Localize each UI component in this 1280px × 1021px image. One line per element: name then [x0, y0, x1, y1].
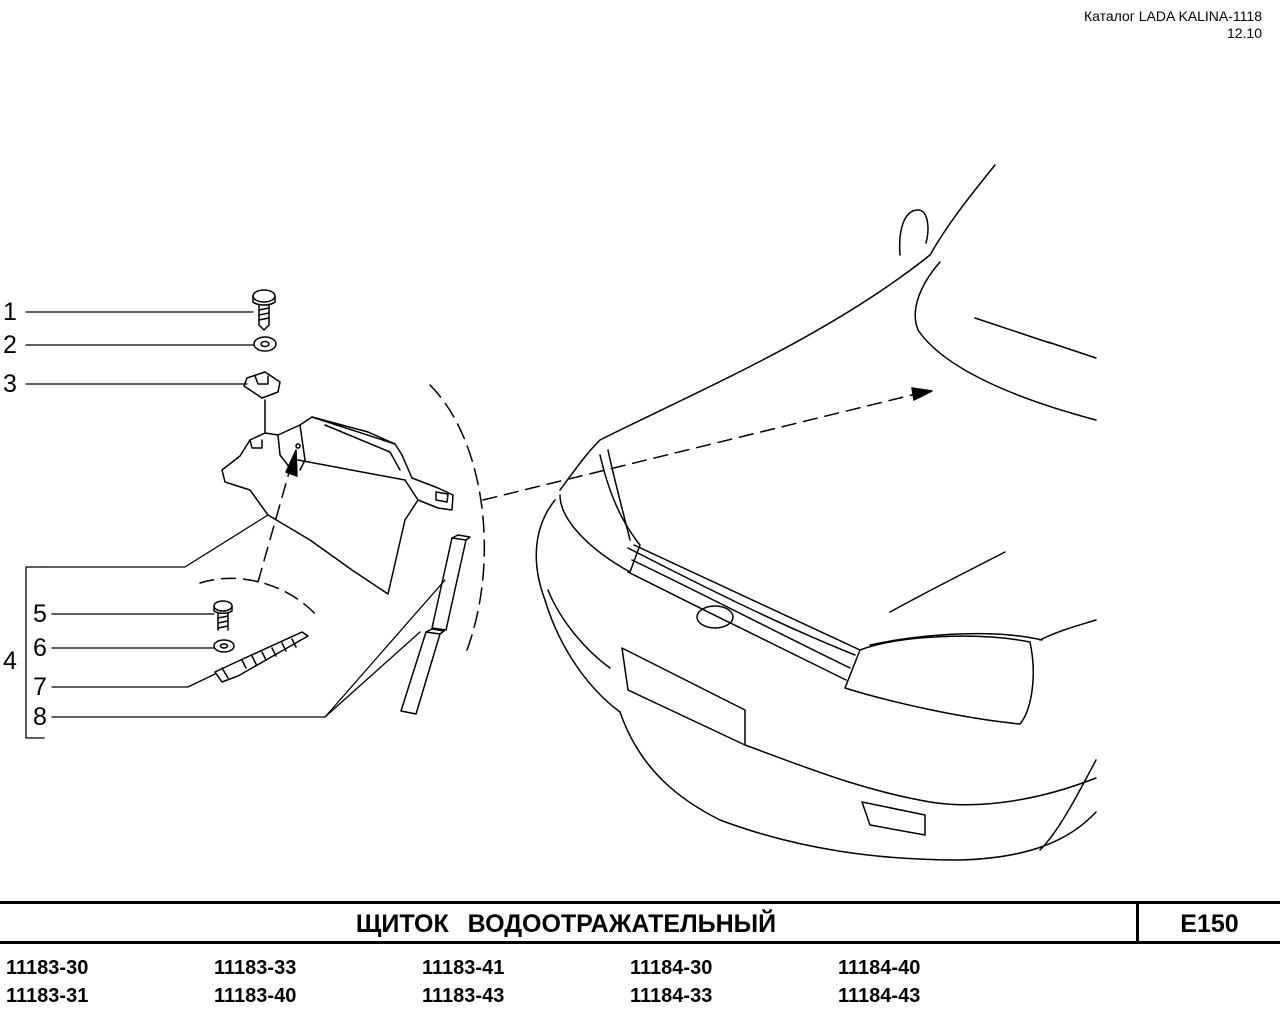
catalog-date: 12.10 — [1226, 25, 1262, 41]
lower-group-arrowhead — [285, 449, 298, 477]
catalog-name: Каталог LADA KALINA-1118 — [1083, 8, 1262, 24]
part-6-washer — [213, 639, 235, 653]
callout-leaders — [25, 311, 446, 739]
callout-4: 4 — [3, 647, 17, 675]
catalog-header: Каталог LADA KALINA-1118 12.10 — [1084, 8, 1262, 42]
part-2-washer — [253, 336, 277, 352]
model-code: 11183-33 — [214, 957, 297, 979]
model-code: 11184-33 — [630, 985, 713, 1007]
callout-5: 5 — [33, 600, 47, 628]
group-arc-right — [429, 384, 486, 651]
model-code: 11183-31 — [6, 985, 89, 1007]
location-arrow-line — [482, 392, 921, 501]
callout-8: 8 — [33, 703, 47, 731]
exploded-parts-diagram — [25, 164, 1097, 861]
callout-6: 6 — [33, 634, 47, 662]
callout-1: 1 — [3, 298, 17, 326]
callout-7: 7 — [33, 673, 47, 701]
group-arc-lower — [199, 577, 319, 618]
model-code: 11183-41 — [422, 957, 505, 979]
model-code: 11183-40 — [214, 985, 297, 1007]
model-list: 11183-30 11183-33 11183-41 11184-30 1118… — [6, 956, 1006, 1009]
model-code: 11183-30 — [6, 957, 89, 979]
part-1-screw — [252, 289, 276, 331]
model-code: 11183-43 — [422, 985, 505, 1007]
title-bar: ЩИТОК ВОДООТРАЖАТЕЛЬНЫЙ E150 — [0, 901, 1280, 944]
callout-3: 3 — [3, 370, 17, 398]
car-front-outline — [535, 164, 1097, 861]
model-code: 11184-43 — [838, 985, 921, 1007]
lower-group-arrow-line — [257, 461, 293, 583]
section-code: E150 — [1136, 904, 1280, 941]
part-8-seal-strips — [400, 534, 471, 715]
part-4-splash-guard — [221, 416, 454, 595]
part-5-screw — [213, 600, 233, 631]
part-3-clip — [243, 371, 281, 399]
model-code: 11184-30 — [630, 957, 713, 979]
part-7-cable-tie — [214, 631, 309, 683]
model-code: 11184-40 — [838, 957, 921, 979]
callout-2: 2 — [3, 331, 17, 359]
page-title: ЩИТОК ВОДООТРАЖАТЕЛЬНЫЙ — [355, 910, 777, 938]
location-arrowhead — [911, 387, 933, 401]
